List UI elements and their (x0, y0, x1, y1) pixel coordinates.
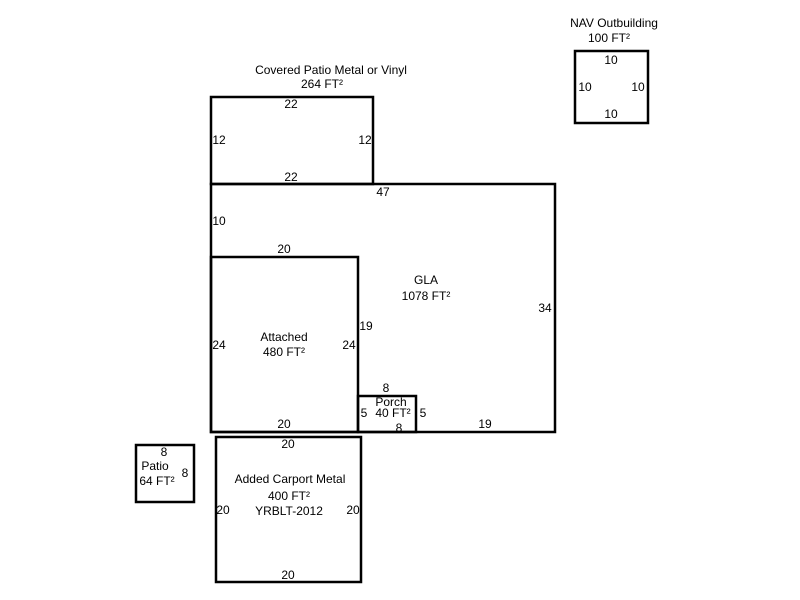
patio-dim-top: 8 (160, 445, 168, 459)
porch-name: Porch (375, 395, 407, 409)
covered-patio-dim-left: 12 (212, 133, 226, 147)
porch-dim-top: 8 (382, 381, 390, 395)
carport-dim-bottom: 20 (281, 568, 295, 582)
outbuilding-name: NAV Outbuilding (570, 16, 658, 30)
gla-dim-inner-left: 19 (359, 319, 373, 333)
attached-area: 480 FT² (262, 345, 306, 359)
covered-patio-dim-right: 12 (358, 133, 372, 147)
attached-dim-top: 20 (277, 242, 291, 256)
attached-name: Attached (260, 330, 308, 344)
porch-dim-right: 5 (419, 406, 427, 420)
gla-dim-top: 47 (376, 185, 390, 199)
carport-area: 400 FT² (267, 489, 311, 503)
carport-name: Added Carport Metal (234, 472, 346, 486)
patio-area: 64 FT² (139, 474, 175, 488)
porch-area: 40 FT² (375, 406, 411, 420)
gla-area: 1078 FT² (401, 289, 451, 303)
covered-patio-dim-bottom: 22 (284, 170, 298, 184)
attached-dim-right: 24 (342, 338, 356, 352)
attached-outline (209, 255, 360, 434)
patio-outline (134, 443, 196, 504)
covered-patio-area: 264 FT² (300, 77, 344, 91)
carport-outline (214, 435, 363, 584)
patio-dim-right: 8 (181, 466, 189, 480)
covered-patio-name: Covered Patio Metal or Vinyl (255, 63, 407, 77)
carport-dim-top: 20 (281, 437, 295, 451)
carport-dim-right: 20 (346, 503, 360, 517)
outbuilding-dim-left: 10 (578, 80, 592, 94)
porch-outline (356, 394, 418, 434)
porch-dim-bottom: 8 (395, 421, 403, 435)
outbuilding-dim-top: 10 (604, 53, 618, 67)
gla-dim-bottom-right: 19 (478, 417, 492, 431)
attached-dim-bottom: 20 (277, 417, 291, 431)
outbuilding-area: 100 FT² (587, 31, 631, 45)
gla-dim-left-upper: 10 (212, 214, 226, 228)
outbuilding-dim-right: 10 (631, 80, 645, 94)
attached-dim-left: 24 (212, 338, 226, 352)
carport-dim-left: 20 (216, 503, 230, 517)
porch-dim-left: 5 (360, 406, 368, 420)
patio-name: Patio (141, 459, 169, 473)
outbuilding-outline (573, 49, 650, 125)
covered-patio-dim-top: 22 (284, 97, 298, 111)
gla-dim-right: 34 (538, 301, 552, 315)
gla-name: GLA (413, 273, 439, 287)
carport-year-built: YRBLT-2012 (255, 504, 323, 518)
outbuilding-dim-bottom: 10 (604, 107, 618, 121)
